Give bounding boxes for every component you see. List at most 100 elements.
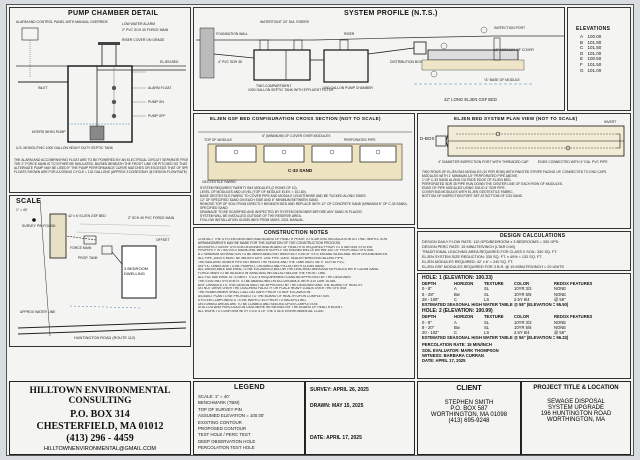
soil-cell: NONE — [554, 286, 567, 292]
soil-cell: 8 - 28" — [422, 291, 435, 297]
pump-note: ALTERNATE PUMP MAY BE USED IF THE PUMP P… — [14, 166, 188, 171]
callout-riser-cover: RISER COVER ON GRADE — [122, 38, 165, 42]
callout-tank: U.S. MONOLITHIC 1000 GALLON HEAVY DUTY S… — [16, 146, 114, 150]
site-pvc-force-main: 2" SCH 40 PVC FORCE MAIN — [128, 216, 175, 220]
construction-notes-title: CONSTRUCTION NOTES — [264, 230, 329, 236]
xsec-notes: SYSTEM REQUIRES TWENTY B43 MODULES (2 RO… — [200, 186, 412, 222]
construction-note: ALL FILL MATERIAL IS TO MEET TITLE 5 REQ… — [198, 275, 352, 279]
elevation-id: G — [580, 67, 584, 73]
soil-cell: 20 - 102" — [422, 330, 439, 336]
soil-column-header: DEPTH — [422, 314, 437, 320]
client-phone: (413) 695-9248 — [448, 418, 490, 424]
client-block: CLIENT STEPHEN SMITH P.O. BOX 587 WORTHI… — [417, 381, 521, 455]
construction-note: DO NOT DRIVE OVER THE LEACHING FACILITY … — [198, 287, 347, 291]
legend-item: ASSUMED ELEVATION = 100.00' — [198, 413, 265, 419]
construction-note: THE EXISTING SYSTEM IS TO BE ABANDONED I… — [198, 279, 337, 283]
legend-item: PERCOLATION TEST HOLE — [198, 445, 255, 451]
plan-note: COVER B43 MODULES WITH ELJEN GEOTEXTILE … — [422, 190, 514, 195]
xsec-note: 12" OF SPECIFIED SAND ON EACH SIDE AND 6… — [200, 198, 319, 203]
design-calcs-list: DESIGN DAILY FLOW RATE: 110 GPD/BEDROOM … — [422, 240, 628, 270]
pump-note: THE ALARM AND ACCOMPANYING FLOAT ARE TO … — [14, 158, 188, 162]
soil-column-header: REDOX FEATURES — [554, 314, 593, 320]
profile-pump-chamber: 1000 GALLON PUMP CHAMBER — [322, 86, 373, 90]
construction-note: THE HOMEOWNER SHALL CALL DIG SAFE PRIOR … — [198, 291, 312, 295]
construction-note: SYSTEM COMPONENTS TO BE INSPECTED PRIOR … — [198, 298, 307, 302]
soil-cell: SL — [484, 291, 490, 297]
profile-riser: RISER — [344, 32, 355, 36]
elevation-value: 101.50 — [587, 45, 602, 51]
cross-section-drawing — [198, 131, 412, 181]
soil-cell: SL — [484, 324, 490, 330]
site-plan-panel: SCALE 1" = 40' SURVEY PIN FOUND 42' x 6'… — [9, 195, 191, 347]
elevation-id: E — [580, 56, 584, 62]
site-dwelling: 3 BEDROOM DWELLING — [124, 266, 149, 276]
callout-pump-off: PUMP OFF — [148, 114, 166, 118]
soil-cell: @ 58" — [554, 296, 566, 302]
elevation-value: 101.80 — [587, 39, 602, 45]
soil-column-header: COLOR — [514, 314, 530, 320]
legend-title: LEGEND — [234, 384, 265, 391]
site-road: HUNTINGTON ROAD (ROUTE 112) — [74, 336, 136, 340]
pump-chamber-drawing — [16, 27, 186, 143]
project-line2: SYSTEM UPGRADE — [547, 405, 604, 411]
elevation-id: A — [580, 34, 584, 39]
legend-item: TOP OF SURVEY PIN — [198, 406, 242, 412]
callout-eljen-bed: ELJEN BED — [160, 60, 179, 64]
soil-cell: Bw — [454, 324, 460, 330]
soil-column-header: DEPTH — [422, 281, 437, 287]
client-po: P.O. BOX 587 — [450, 406, 488, 412]
system-profile-drawing — [196, 26, 564, 85]
hole2-title: HOLE: 2 (ELEVATION: 100.99) — [422, 308, 493, 315]
soil-cell: NONE — [554, 291, 567, 297]
project-line3: 196 HUNTINGTON ROAD — [540, 411, 612, 417]
xsec-note: REMOVE TOP OF SOIL FROM DIRECTLY BENEATH… — [200, 202, 408, 207]
plan-note: TWO ROWS OF ELJEN B43 MODULES (10 PER RO… — [422, 170, 608, 174]
soil-evaluator: SOIL EVALUATOR: MARK THOMPSON — [422, 347, 499, 353]
site-prop-tank: PROP. TANK — [78, 256, 98, 260]
project-title: PROJECT TITLE & LOCATION — [533, 385, 619, 391]
soil-cell: NONE — [554, 324, 567, 330]
soil-cell: 10YR 5/6 — [514, 324, 532, 330]
construction-note: ANY CHANGES TO THIS DESIGN MUST BE APPRO… — [198, 283, 363, 287]
legend-list: SCALE: 1" = 40'BENCHMARK (TBM)TOP OF SUR… — [198, 394, 302, 452]
profile-septic-tank: 1000 GALLON SEPTIC TANK WITH EFFLUENT FI… — [248, 88, 334, 92]
hole1-groundwater: ESTIMATED SEASONAL HIGH WATER TABLE @ 58… — [422, 302, 569, 308]
xsec-note: SYSTEM WILL BE INSTALLED OUTSIDE OF THE … — [200, 214, 302, 219]
plan-sheet: PUMP CHAMBER DETAIL — [6, 4, 634, 456]
elevation-id: D — [580, 50, 584, 56]
soil-cell: LS — [484, 296, 490, 302]
xsec-c33-sand: C-33 SAND — [288, 168, 313, 173]
soil-column-header: REDOX FEATURES — [554, 281, 593, 287]
callout-pump: MYERS WHS4 PUMP — [32, 130, 66, 134]
elevations-title: ELEVATIONS — [576, 26, 611, 32]
company-block: HILLTOWN ENVIRONMENTAL CONSULTING P.O. B… — [9, 381, 191, 455]
project-line4: WORTHINGTON, MA — [546, 417, 606, 423]
survey-date: SURVEY: APRIL 26, 2025 — [310, 387, 369, 393]
soil-cell: SL — [484, 286, 490, 292]
xsec-top-module: TOP OF MODULE — [204, 138, 232, 142]
client-title: CLIENT — [456, 385, 482, 392]
xsec-min-cover: 6" (MINIMUM) OF COVER OVER MODULES — [262, 134, 331, 138]
elevation-value: 101.00 — [587, 67, 602, 73]
plan-view-drawing — [435, 125, 625, 157]
construction-note: CONTACT THE SYSTEM DESIGNER AND BOARD OF… — [198, 238, 387, 245]
site-eljen-bed: 42' x 6' ELJEN GSF BED — [68, 214, 106, 218]
soil-cell: 10YR 5/6 — [514, 291, 532, 297]
soil-cell: A — [454, 319, 457, 325]
pump-chamber-notes: THE ALARM AND ACCOMPANYING FLOAT ARE TO … — [14, 158, 188, 174]
xsec-perf-pipe: PERFORATED PIPE — [344, 138, 376, 142]
pump-note: FLOATS SHOWN ARE FOR A DOSING CYCLE = 13… — [14, 170, 188, 175]
soil-cell: @ 56" — [554, 330, 566, 336]
calc-line: ELJEN MODULES REQUIRED: 42' x 6' = 240 S… — [422, 260, 514, 264]
soil-column-header: COLOR — [514, 281, 530, 287]
